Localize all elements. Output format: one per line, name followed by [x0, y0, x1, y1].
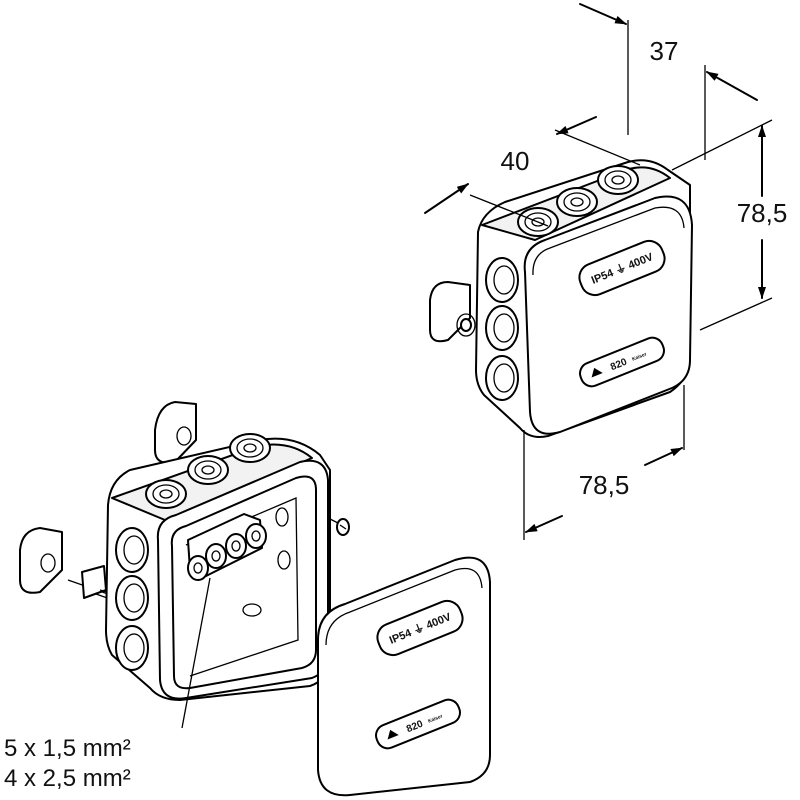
loose-lid-rating-label: IP54 ⏚ 400V — [376, 599, 464, 657]
open-box-gland-side-3 — [115, 625, 149, 671]
cable-gland-top-2 — [556, 187, 598, 217]
mounting-lug — [429, 281, 476, 343]
dimension-depth-37-value: 37 — [650, 36, 679, 66]
loose-lid: IP54 ⏚ 400V 820 Kaiser — [317, 556, 491, 797]
dimension-height-78-5-value: 78,5 — [737, 198, 788, 228]
dimension-width-78-5: 78,5 — [523, 385, 685, 540]
cable-gland-top-3 — [597, 165, 639, 195]
svg-text:Kaiser: Kaiser — [427, 713, 443, 724]
terminal-block — [187, 513, 267, 581]
mounting-lug-side — [19, 527, 63, 594]
cable-gland-side-2 — [485, 305, 519, 351]
terminal-capacity-note: 5 x 1,5 mm² 4 x 2,5 mm² — [4, 735, 131, 792]
dimension-depth-40: 40 — [424, 116, 641, 227]
open-box-gland-side-2 — [115, 575, 149, 621]
open-box-gland-side-1 — [115, 527, 149, 573]
svg-text:Kaiser: Kaiser — [631, 351, 647, 362]
dimension-depth-37: 37 — [579, 3, 758, 160]
open-box-gland-top-3 — [229, 433, 271, 463]
loose-lid-model-label: 820 Kaiser — [375, 698, 461, 750]
open-junction-box — [19, 401, 350, 729]
dimension-depth-40-value: 40 — [501, 146, 530, 176]
open-box-gland-top-2 — [187, 455, 229, 485]
open-box-gland-top-1 — [145, 479, 187, 509]
terminal-capacity-line-2: 4 x 2,5 mm² — [4, 765, 131, 792]
terminal-leader-line — [181, 577, 211, 729]
dimension-height-78-5: 78,5 — [671, 119, 788, 331]
cable-gland-side-3 — [485, 355, 519, 401]
cable-gland-side-1 — [485, 257, 519, 303]
lid-model-label: 820 Kaiser — [579, 336, 665, 388]
dimension-width-78-5-value: 78,5 — [579, 470, 630, 500]
closed-junction-box: IP54 ⏚ 400V 820 Kaiser — [429, 159, 693, 438]
mounting-lug-top — [154, 401, 197, 464]
terminal-capacity-line-1: 5 x 1,5 mm² — [4, 735, 131, 762]
